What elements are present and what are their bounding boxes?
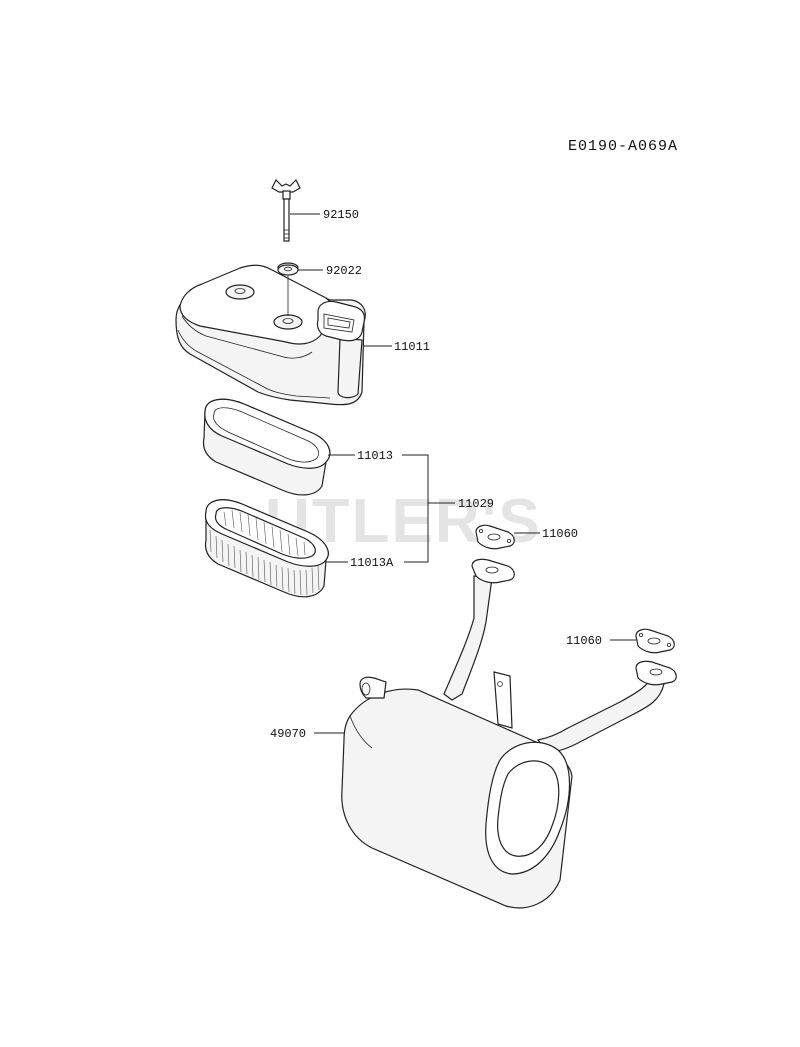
paper-filter-element-part[interactable] xyxy=(204,499,329,598)
label-11029[interactable]: 11029 xyxy=(458,497,494,511)
gasket-lower-part[interactable] xyxy=(635,628,675,654)
label-11013a[interactable]: 11013A xyxy=(350,556,394,570)
wing-bolt-part[interactable] xyxy=(271,178,301,242)
label-11011[interactable]: 11011 xyxy=(394,340,430,354)
label-11060-upper[interactable]: 11060 xyxy=(542,527,578,541)
label-11060-lower[interactable]: 11060 xyxy=(566,634,602,648)
diagram-code: E0190-A069A xyxy=(568,138,678,155)
air-cleaner-cover-part[interactable] xyxy=(175,264,366,406)
muffler-part[interactable] xyxy=(341,558,677,909)
pre-cleaner-foam-part[interactable] xyxy=(202,398,331,496)
label-11013[interactable]: 11013 xyxy=(357,449,393,463)
label-49070[interactable]: 49070 xyxy=(270,727,306,741)
label-92150[interactable]: 92150 xyxy=(323,208,359,222)
bracket-11029 xyxy=(402,454,429,563)
gasket-upper-part[interactable] xyxy=(475,524,515,550)
label-92022[interactable]: 92022 xyxy=(326,264,362,278)
washer-part[interactable] xyxy=(277,262,299,276)
